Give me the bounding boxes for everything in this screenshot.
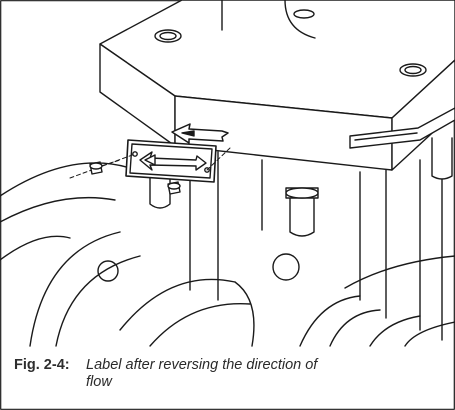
caption-line-2: flow — [14, 374, 444, 391]
caption-text: Label after reversing the direction of — [86, 357, 318, 373]
screw-right — [167, 181, 181, 195]
caption-number: Fig. 2-4: — [14, 357, 70, 373]
valve-body — [189, 149, 443, 341]
bolt-right — [285, 187, 319, 237]
left-flange — [0, 162, 255, 347]
flow-label-plate — [125, 139, 217, 183]
figure-caption: Fig. 2-4: Label after reversing the direc… — [14, 357, 444, 391]
arrow-left-icon — [171, 123, 229, 144]
right-flange — [272, 253, 455, 347]
caption-text-continued: flow — [86, 374, 112, 390]
caption-line-1: Fig. 2-4: Label after reversing the direc… — [14, 357, 444, 374]
screw-left — [89, 161, 103, 175]
bolt-far — [431, 137, 453, 180]
top-flange — [99, 0, 455, 171]
